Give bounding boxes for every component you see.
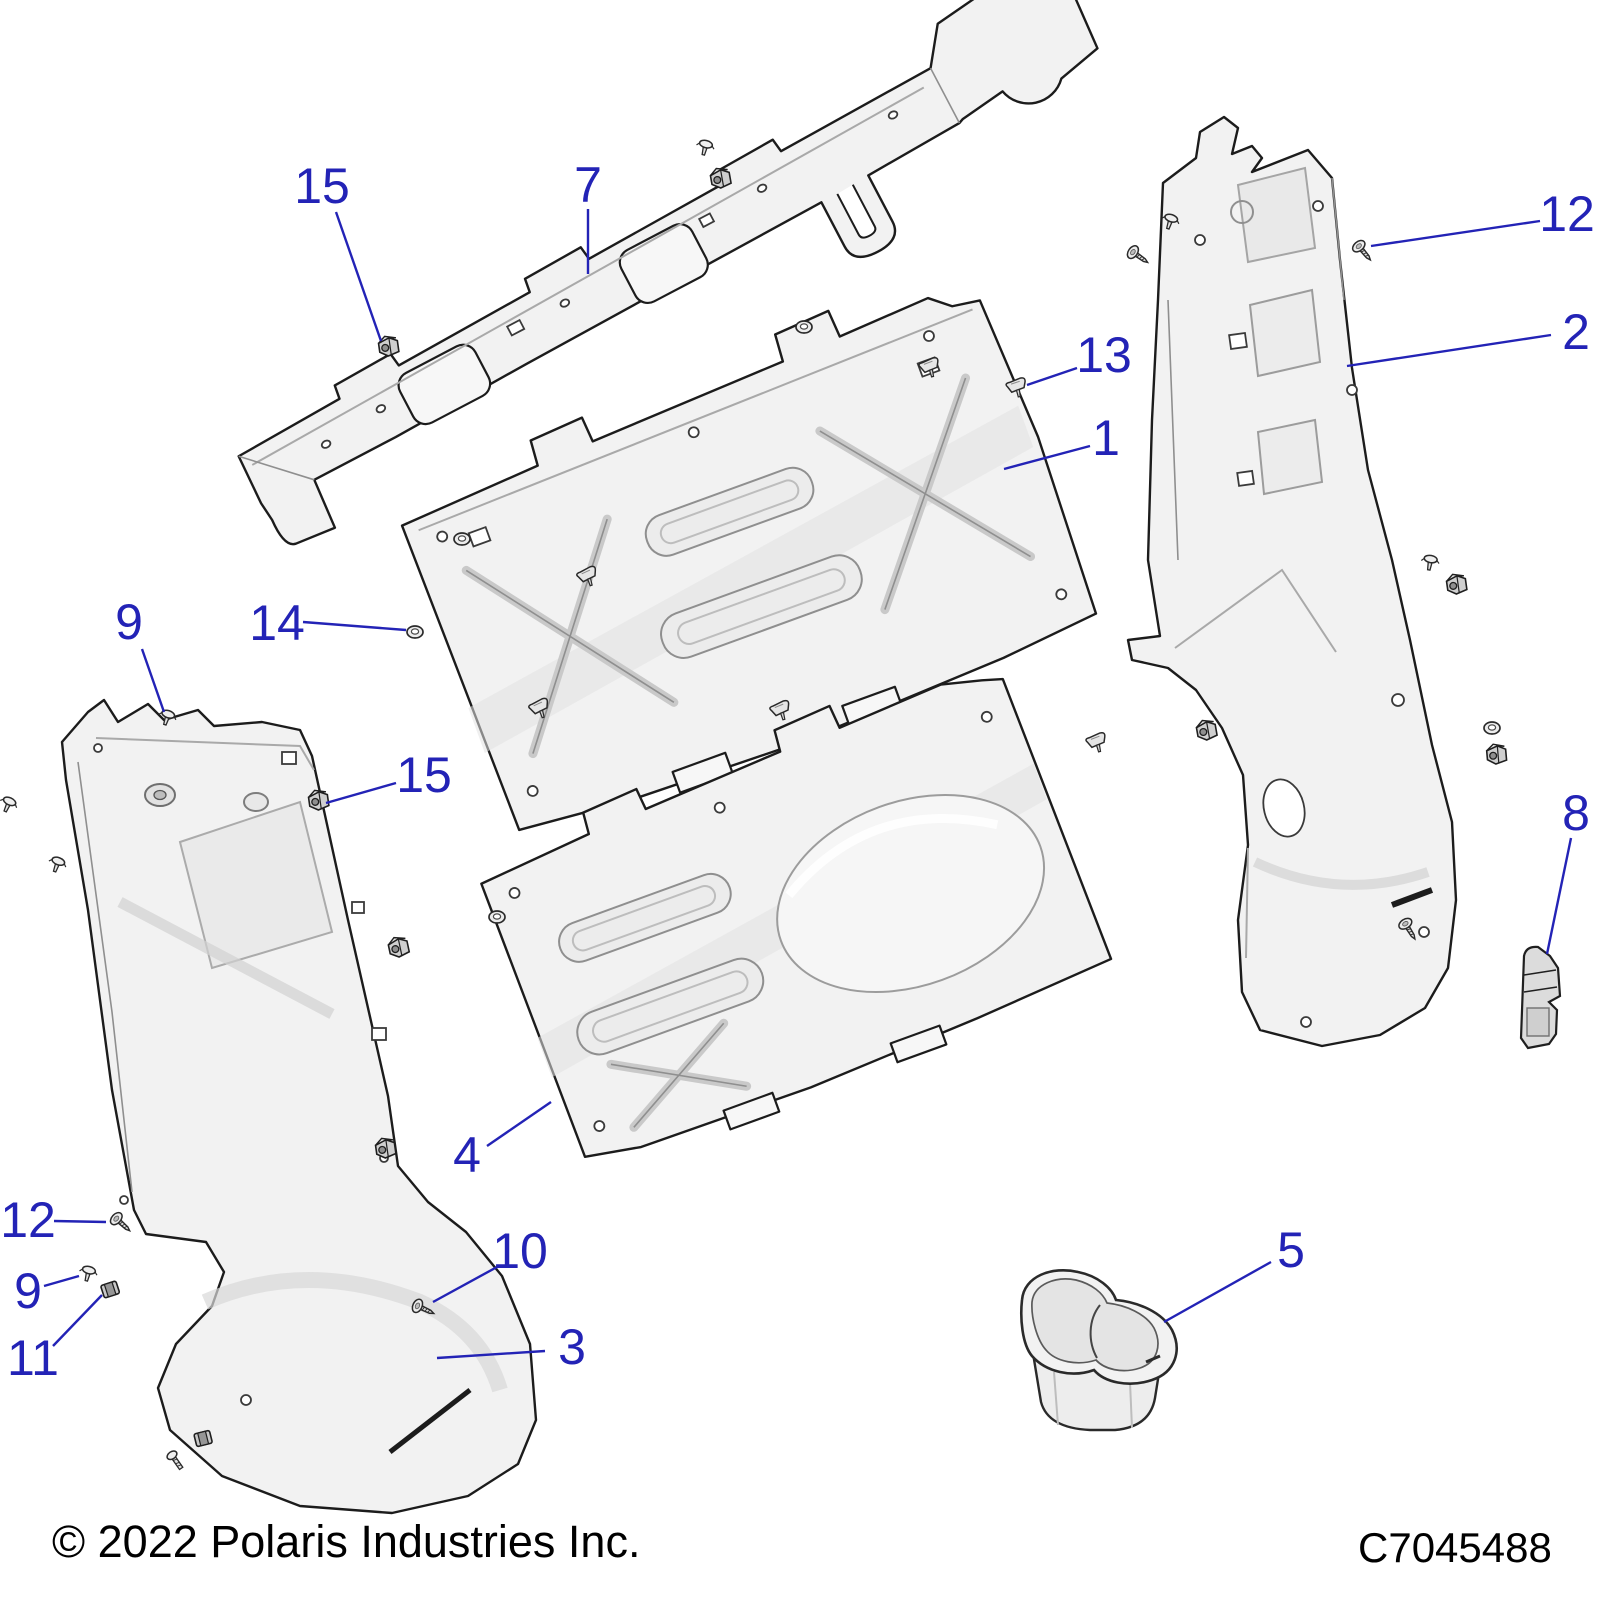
screw-icon (106, 1207, 137, 1239)
clip-nut-icon (1194, 717, 1219, 743)
leader-line-12 (1370, 219, 1541, 248)
callout-number-13: 13 (1076, 327, 1132, 383)
part-3-left-rear-panel (60, 698, 538, 1515)
screw-icon (1122, 239, 1155, 273)
leader-line-2 (1346, 333, 1552, 368)
clip-nut-icon (1485, 742, 1508, 766)
leader-line-15 (334, 211, 383, 342)
leader-line-9 (43, 1274, 80, 1288)
edge-clip-icon (99, 1280, 121, 1299)
diagram-reference-code: C7045488 (1358, 1524, 1552, 1571)
part-2-right-rear-panel (1126, 115, 1458, 1048)
leader-line-11 (52, 1294, 103, 1347)
leader-line-14 (302, 620, 407, 632)
callout-leader-lines (43, 209, 1573, 1360)
screw-icon (1349, 237, 1377, 266)
push-rivet-icon (1419, 553, 1441, 573)
flange-nut-icon (406, 625, 424, 639)
callout-number-4: 4 (453, 1127, 481, 1183)
leader-line-10 (432, 1265, 498, 1304)
flange-nut-icon (1483, 721, 1501, 735)
leader-line-13 (1026, 366, 1078, 387)
part-5-cup-holder (1020, 1269, 1178, 1432)
part-7-upper-closeoff-rail (237, 0, 1099, 546)
edge-clip-icon (192, 1429, 214, 1448)
flange-nut-icon (488, 910, 506, 924)
part-1-rear-bed-panel-upper (400, 296, 1098, 832)
callout-number-7: 7 (574, 157, 602, 213)
push-rivet-icon (693, 137, 717, 158)
callout-number-2: 2 (1562, 304, 1590, 360)
leader-line-1 (1003, 444, 1091, 471)
callout-number-9: 9 (14, 1263, 42, 1319)
callout-number-3: 3 (558, 1319, 586, 1375)
leader-line-8 (1545, 837, 1573, 955)
push-rivet-icon (76, 1263, 100, 1284)
leader-line-9 (140, 648, 166, 713)
callout-number-15: 15 (396, 747, 452, 803)
callout-number-12: 12 (1539, 186, 1595, 242)
callout-number-12: 12 (0, 1192, 56, 1248)
flange-nut-icon (453, 532, 471, 546)
leader-line-4 (486, 1101, 552, 1147)
leader-line-12 (53, 1219, 107, 1224)
bolt-icon (164, 1448, 187, 1473)
leader-line-5 (1163, 1260, 1272, 1324)
callout-number-15: 15 (294, 158, 350, 214)
callout-number-1: 1 (1092, 410, 1120, 466)
part-8-latch-bracket (1519, 945, 1562, 1050)
callout-number-10: 10 (492, 1223, 548, 1279)
callout-number-8: 8 (1562, 785, 1590, 841)
callout-number-5: 5 (1277, 1222, 1305, 1278)
callout-number-9: 9 (115, 594, 143, 650)
push-rivet-icon (0, 793, 21, 816)
callout-number-14: 14 (249, 595, 305, 651)
callout-number-11: 11 (7, 1330, 59, 1386)
flange-nut-icon (795, 320, 813, 334)
copyright-text: © 2022 Polaris Industries Inc. (52, 1516, 641, 1567)
push-rivet-icon (45, 854, 69, 876)
clip-nut-icon (1444, 571, 1469, 596)
clip-nut-icon (386, 934, 411, 960)
wing-clip-icon (1084, 731, 1110, 755)
part-4-rear-bed-panel-lower (480, 677, 1113, 1158)
leader-line-15 (325, 781, 397, 805)
leader-line-3 (436, 1349, 546, 1360)
